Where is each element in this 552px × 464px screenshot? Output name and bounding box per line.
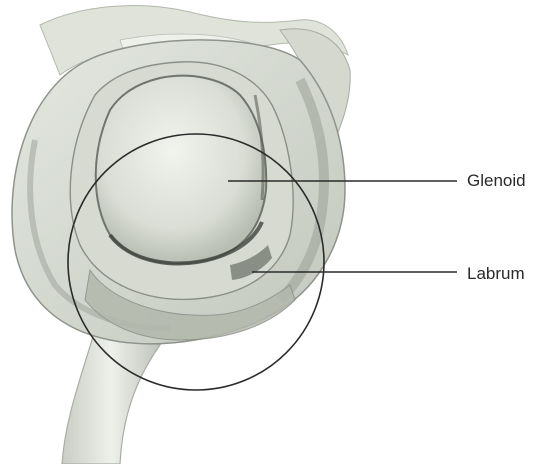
scapula-neck bbox=[62, 330, 160, 464]
glenoid-label: Glenoid bbox=[467, 172, 526, 189]
glenoid-surface bbox=[96, 76, 267, 264]
labrum-label: Labrum bbox=[467, 265, 525, 282]
